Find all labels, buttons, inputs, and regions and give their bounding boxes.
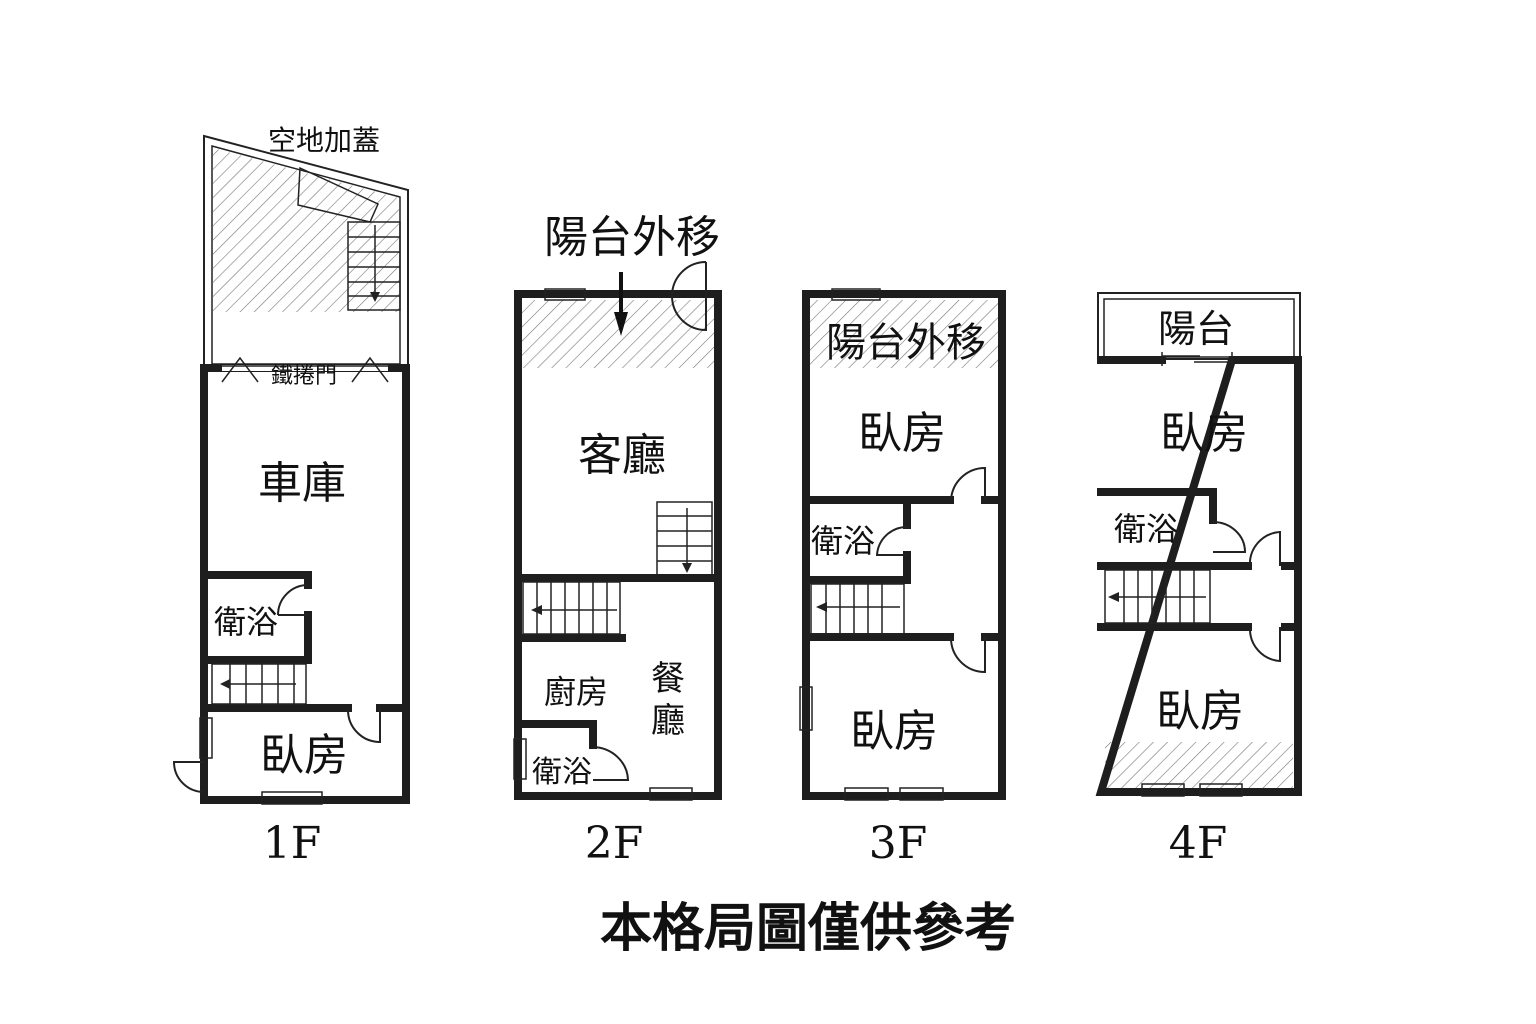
stairs-arrow-icon: [816, 602, 827, 612]
stairs-arrow-icon: [370, 292, 380, 302]
window: [1141, 783, 1185, 797]
label-kitchen: 廚房: [544, 673, 608, 711]
balcony-hatch: [522, 300, 714, 368]
label-dining-2: 廳: [651, 701, 685, 741]
stairs-arrow-icon: [682, 563, 692, 573]
floor-label-4f: 4F: [1169, 818, 1228, 869]
floor-1f: 空地加蓋 鐵捲門 車庫 衛浴 臥房 1F: [172, 124, 410, 869]
3f-stairs: [810, 583, 905, 635]
bath-door: [875, 525, 908, 556]
floor-2f: 陽台外移 客廳 廚房 餐 廳 衛浴 2F: [513, 212, 722, 869]
label-bedroom-2: 臥房: [1156, 686, 1244, 737]
label-rolling-shutter: 鐵捲門: [271, 364, 337, 389]
window: [199, 717, 213, 759]
label-balcony-moved-out: 陽台外移: [544, 212, 720, 263]
annex-hatch: [213, 148, 399, 312]
floor-label-1f: 1F: [263, 818, 322, 869]
label-bedroom-1: 臥房: [1160, 408, 1248, 459]
window: [799, 686, 813, 731]
window: [544, 288, 586, 301]
4f-stairs: [1104, 569, 1211, 624]
label-garage: 車庫: [258, 458, 346, 509]
stairs-arrow-icon: [531, 605, 542, 615]
bath-door: [1212, 521, 1247, 553]
door: [950, 637, 986, 674]
window: [831, 288, 881, 301]
label-bedroom-2: 臥房: [850, 706, 938, 757]
floor-label-3f: 3F: [869, 818, 928, 869]
floor-4f: 陽台 臥房 衛浴 臥房 4F: [1095, 292, 1302, 869]
bath-door: [277, 584, 309, 616]
door: [1248, 627, 1281, 663]
door: [1248, 530, 1281, 567]
label-annex: 空地加蓋: [268, 124, 380, 157]
label-balcony: 陽台: [1158, 307, 1234, 351]
label-balcony-moved-out: 陽台外移: [826, 320, 986, 366]
annex-stairs: [297, 166, 401, 311]
door: [950, 466, 986, 501]
arrow-down-icon: [614, 312, 628, 336]
entry-door: [172, 761, 205, 793]
label-bedroom: 臥房: [260, 730, 348, 781]
label-bedroom-1: 臥房: [858, 408, 946, 459]
stairs-arrow-icon: [220, 679, 230, 689]
stairs-arrow-icon: [1108, 592, 1119, 602]
hatch: [1105, 742, 1293, 788]
balcony-outline: [1097, 292, 1301, 360]
label-bath: 衛浴: [532, 755, 592, 790]
window: [1199, 783, 1243, 797]
window: [261, 791, 323, 805]
window: [649, 787, 693, 801]
window: [513, 738, 527, 780]
bath-door: [592, 746, 630, 781]
label-bath: 衛浴: [1114, 510, 1178, 548]
floor-3f: 陽台外移 臥房 衛浴 臥房 3F: [799, 288, 1006, 869]
label-living-room: 客廳: [578, 430, 666, 481]
label-dining-1: 餐: [651, 659, 685, 699]
balcony-sliding-door: [1161, 352, 1233, 366]
bedroom-door: [347, 708, 381, 744]
window: [899, 787, 944, 801]
rolling-shutter-door: [221, 356, 389, 383]
floor-label-2f: 2F: [585, 818, 644, 869]
window: [844, 787, 889, 801]
balcony-hatch: [810, 300, 998, 368]
label-bath: 衛浴: [811, 522, 875, 560]
balcony-door: [671, 261, 707, 332]
1f-stairs: [211, 663, 307, 705]
disclaimer-title: 本格局圖僅供參考: [600, 899, 1016, 959]
label-bath: 衛浴: [214, 603, 278, 641]
